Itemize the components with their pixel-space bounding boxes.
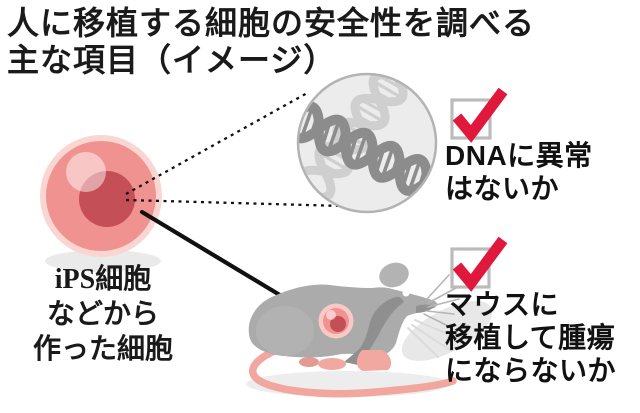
cell-icon [40, 135, 162, 272]
title-line-1: 人に移植する細胞の安全性を調べる [7, 5, 536, 41]
mouse-check-line-1: マウスに [445, 289, 560, 320]
cell-highlight [66, 152, 106, 192]
mouse-chest-shading [344, 296, 404, 365]
mouse-icon [246, 262, 493, 398]
dna-helix-icon [296, 72, 438, 214]
mouse-check-label: マウスに 移植して腫瘍 にならないか [445, 288, 616, 387]
cell-label-line-1: iPS細胞 [54, 264, 152, 295]
checkbox-checked-icon-dna [450, 87, 508, 143]
page-title: 人に移植する細胞の安全性を調べる 主な項目（イメージ） [7, 5, 535, 79]
cell-source-label: iPS細胞 などから 作った細胞 [8, 262, 198, 367]
mouse-far-paw [299, 357, 319, 367]
implanted-cell-nucleus [330, 316, 346, 332]
checkbox-checked-icon-mouse [450, 236, 508, 292]
dotted-line-upper [125, 90, 310, 196]
mouse-front-paw [318, 358, 346, 370]
mouse-check-line-3: にならないか [445, 355, 617, 386]
mouse-ear [379, 262, 409, 288]
dotted-line-lower [125, 198, 344, 208]
mouse-thigh [256, 306, 314, 356]
check-mark [452, 87, 508, 143]
check-mark [452, 236, 508, 292]
whisker-shadows [406, 318, 459, 359]
mouse-whiskers [423, 274, 460, 327]
dna-strand-dark [298, 101, 432, 196]
dotted-magnify-lines [125, 90, 344, 208]
mouse-eye [402, 289, 410, 297]
mouse-tail [249, 344, 457, 398]
mouse-hind-foot [356, 350, 392, 371]
mouse-check-line-2: 移植して腫瘍 [445, 322, 616, 353]
cell-shadow [45, 250, 161, 272]
implanted-cell-icon [318, 303, 354, 339]
dna-check-line-1: DNAに異常 [445, 140, 593, 171]
cell-label-line-3: 作った細胞 [32, 334, 173, 365]
dna-circle-rim [296, 72, 438, 214]
cell-nucleus [79, 171, 135, 227]
cell-label-line-2: などから [46, 299, 159, 330]
dna-check-line-2: はないか [445, 173, 560, 204]
dna-check-label: DNAに異常 はないか [445, 139, 593, 205]
implanted-cell-highlight [326, 310, 336, 320]
mouse-head-shadow [401, 301, 493, 361]
title-line-2: 主な項目（イメージ） [7, 42, 337, 78]
